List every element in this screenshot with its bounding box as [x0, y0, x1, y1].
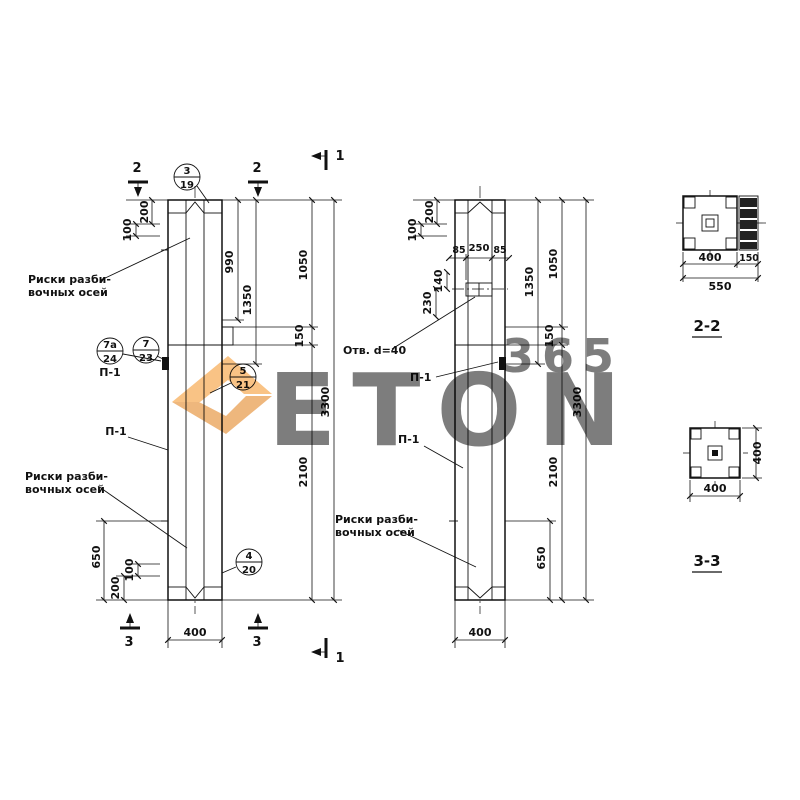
embed-plate — [499, 357, 506, 370]
section-outline — [682, 195, 738, 251]
svg-text:400: 400 — [751, 441, 764, 464]
axis-marks-label: вочных осей — [28, 286, 108, 299]
section-mark-1: 1 — [335, 149, 344, 164]
svg-text:1050: 1050 — [297, 249, 310, 280]
top-cap-hatch — [167, 199, 187, 214]
bubble-3-19: 3 19 — [173, 163, 210, 204]
left-view-dimensions: 200 100 200 100 650 990 1350 1050 150 21… — [90, 196, 342, 648]
section-title-3-3: 3-3 — [693, 552, 720, 570]
detail-bubbles: 3 19 7а 24 7 23 5 21 4 — [96, 163, 263, 576]
core-opening — [701, 214, 719, 232]
left-view-labels: Риски разби- вочных осей Риски разби- во… — [25, 237, 191, 549]
svg-text:150: 150 — [739, 253, 759, 264]
svg-text:100: 100 — [406, 218, 419, 241]
svg-text:1350: 1350 — [523, 266, 536, 297]
svg-text:400: 400 — [704, 482, 727, 495]
top-cap-hatch — [203, 199, 223, 214]
svg-text:100: 100 — [121, 218, 134, 241]
section-mark-1: 1 — [335, 651, 344, 666]
svg-text:2100: 2100 — [547, 456, 560, 487]
svg-text:400: 400 — [469, 626, 492, 639]
top-notch — [185, 201, 205, 214]
bottom-notch — [185, 586, 205, 599]
svg-text:200: 200 — [423, 200, 436, 223]
console — [222, 326, 234, 346]
svg-text:23: 23 — [139, 353, 153, 364]
axis-marks-label: вочных осей — [335, 526, 415, 539]
embed-mark-label: П-1 — [99, 366, 120, 379]
section-2-2: 400 150 550 2-2 — [676, 190, 766, 338]
svg-text:650: 650 — [535, 546, 548, 569]
svg-text:2100: 2100 — [297, 456, 310, 487]
section-mark-3: 3 — [252, 635, 261, 650]
bottom-cap-hatch — [203, 586, 223, 601]
axis-marks-label: Риски разби- — [25, 470, 108, 483]
svg-text:3300: 3300 — [571, 386, 584, 417]
side-plate-strip — [738, 195, 759, 251]
bottom-cap-hatch — [167, 586, 187, 601]
brand-s-icon — [172, 396, 272, 434]
core-opening — [707, 445, 723, 461]
bubble-7-23: 7 23 — [132, 336, 168, 364]
axis-marks-label: вочных осей — [25, 483, 105, 496]
middle-view-dimensions: 200 100 85 250 85 140 230 1350 1050 150 … — [406, 196, 594, 648]
section-cut-marks-left: 2 2 1 3 3 1 — [120, 149, 345, 666]
svg-text:400: 400 — [699, 251, 722, 264]
middle-view-labels: Отв. d=40 П-1 П-1 Риски разби- вочных ос… — [335, 296, 499, 568]
embed-mark-label: П-1 — [105, 425, 126, 438]
section-mark-2: 2 — [252, 161, 261, 176]
svg-text:85: 85 — [493, 245, 506, 256]
svg-text:7: 7 — [143, 339, 150, 350]
svg-text:3: 3 — [184, 166, 191, 177]
watermark: ETON 365 — [172, 329, 637, 469]
svg-text:150: 150 — [543, 324, 556, 347]
brand-s-icon — [172, 356, 272, 402]
embed-mark-label: П-1 — [410, 371, 431, 384]
svg-text:4: 4 — [246, 551, 253, 562]
bubble-4-20: 4 20 — [221, 548, 263, 576]
svg-text:550: 550 — [709, 280, 732, 293]
watermark-brand-text: ETON — [268, 352, 637, 469]
svg-text:150: 150 — [293, 324, 306, 347]
svg-text:100: 100 — [123, 558, 136, 581]
svg-text:20: 20 — [242, 565, 256, 576]
embed-mark-label: П-1 — [398, 433, 419, 446]
svg-text:400: 400 — [184, 626, 207, 639]
svg-text:200: 200 — [109, 576, 122, 599]
svg-text:24: 24 — [103, 354, 117, 365]
svg-text:1050: 1050 — [547, 248, 560, 279]
svg-text:85: 85 — [452, 245, 465, 256]
section-mark-3: 3 — [124, 635, 133, 650]
axis-marks-label: Риски разби- — [335, 513, 418, 526]
svg-text:650: 650 — [90, 545, 103, 568]
svg-text:990: 990 — [223, 250, 236, 273]
section-3-3: 400 400 3-3 — [683, 421, 764, 573]
column-outline — [454, 199, 506, 601]
svg-text:7а: 7а — [103, 340, 117, 351]
axis-marks-label: Риски разби- — [28, 273, 111, 286]
svg-text:19: 19 — [180, 180, 194, 191]
watermark-number-text: 365 — [502, 329, 622, 383]
svg-text:3300: 3300 — [319, 386, 332, 417]
svg-text:1350: 1350 — [241, 284, 254, 315]
svg-text:200: 200 — [138, 200, 151, 223]
middle-column-section — [449, 186, 508, 614]
svg-text:230: 230 — [421, 291, 434, 314]
embed-plate — [162, 357, 169, 370]
svg-text:250: 250 — [469, 243, 490, 254]
hole-label: Отв. d=40 — [343, 344, 406, 357]
section-title-2-2: 2-2 — [693, 317, 720, 335]
section-mark-2: 2 — [132, 161, 141, 176]
svg-text:140: 140 — [432, 269, 445, 292]
